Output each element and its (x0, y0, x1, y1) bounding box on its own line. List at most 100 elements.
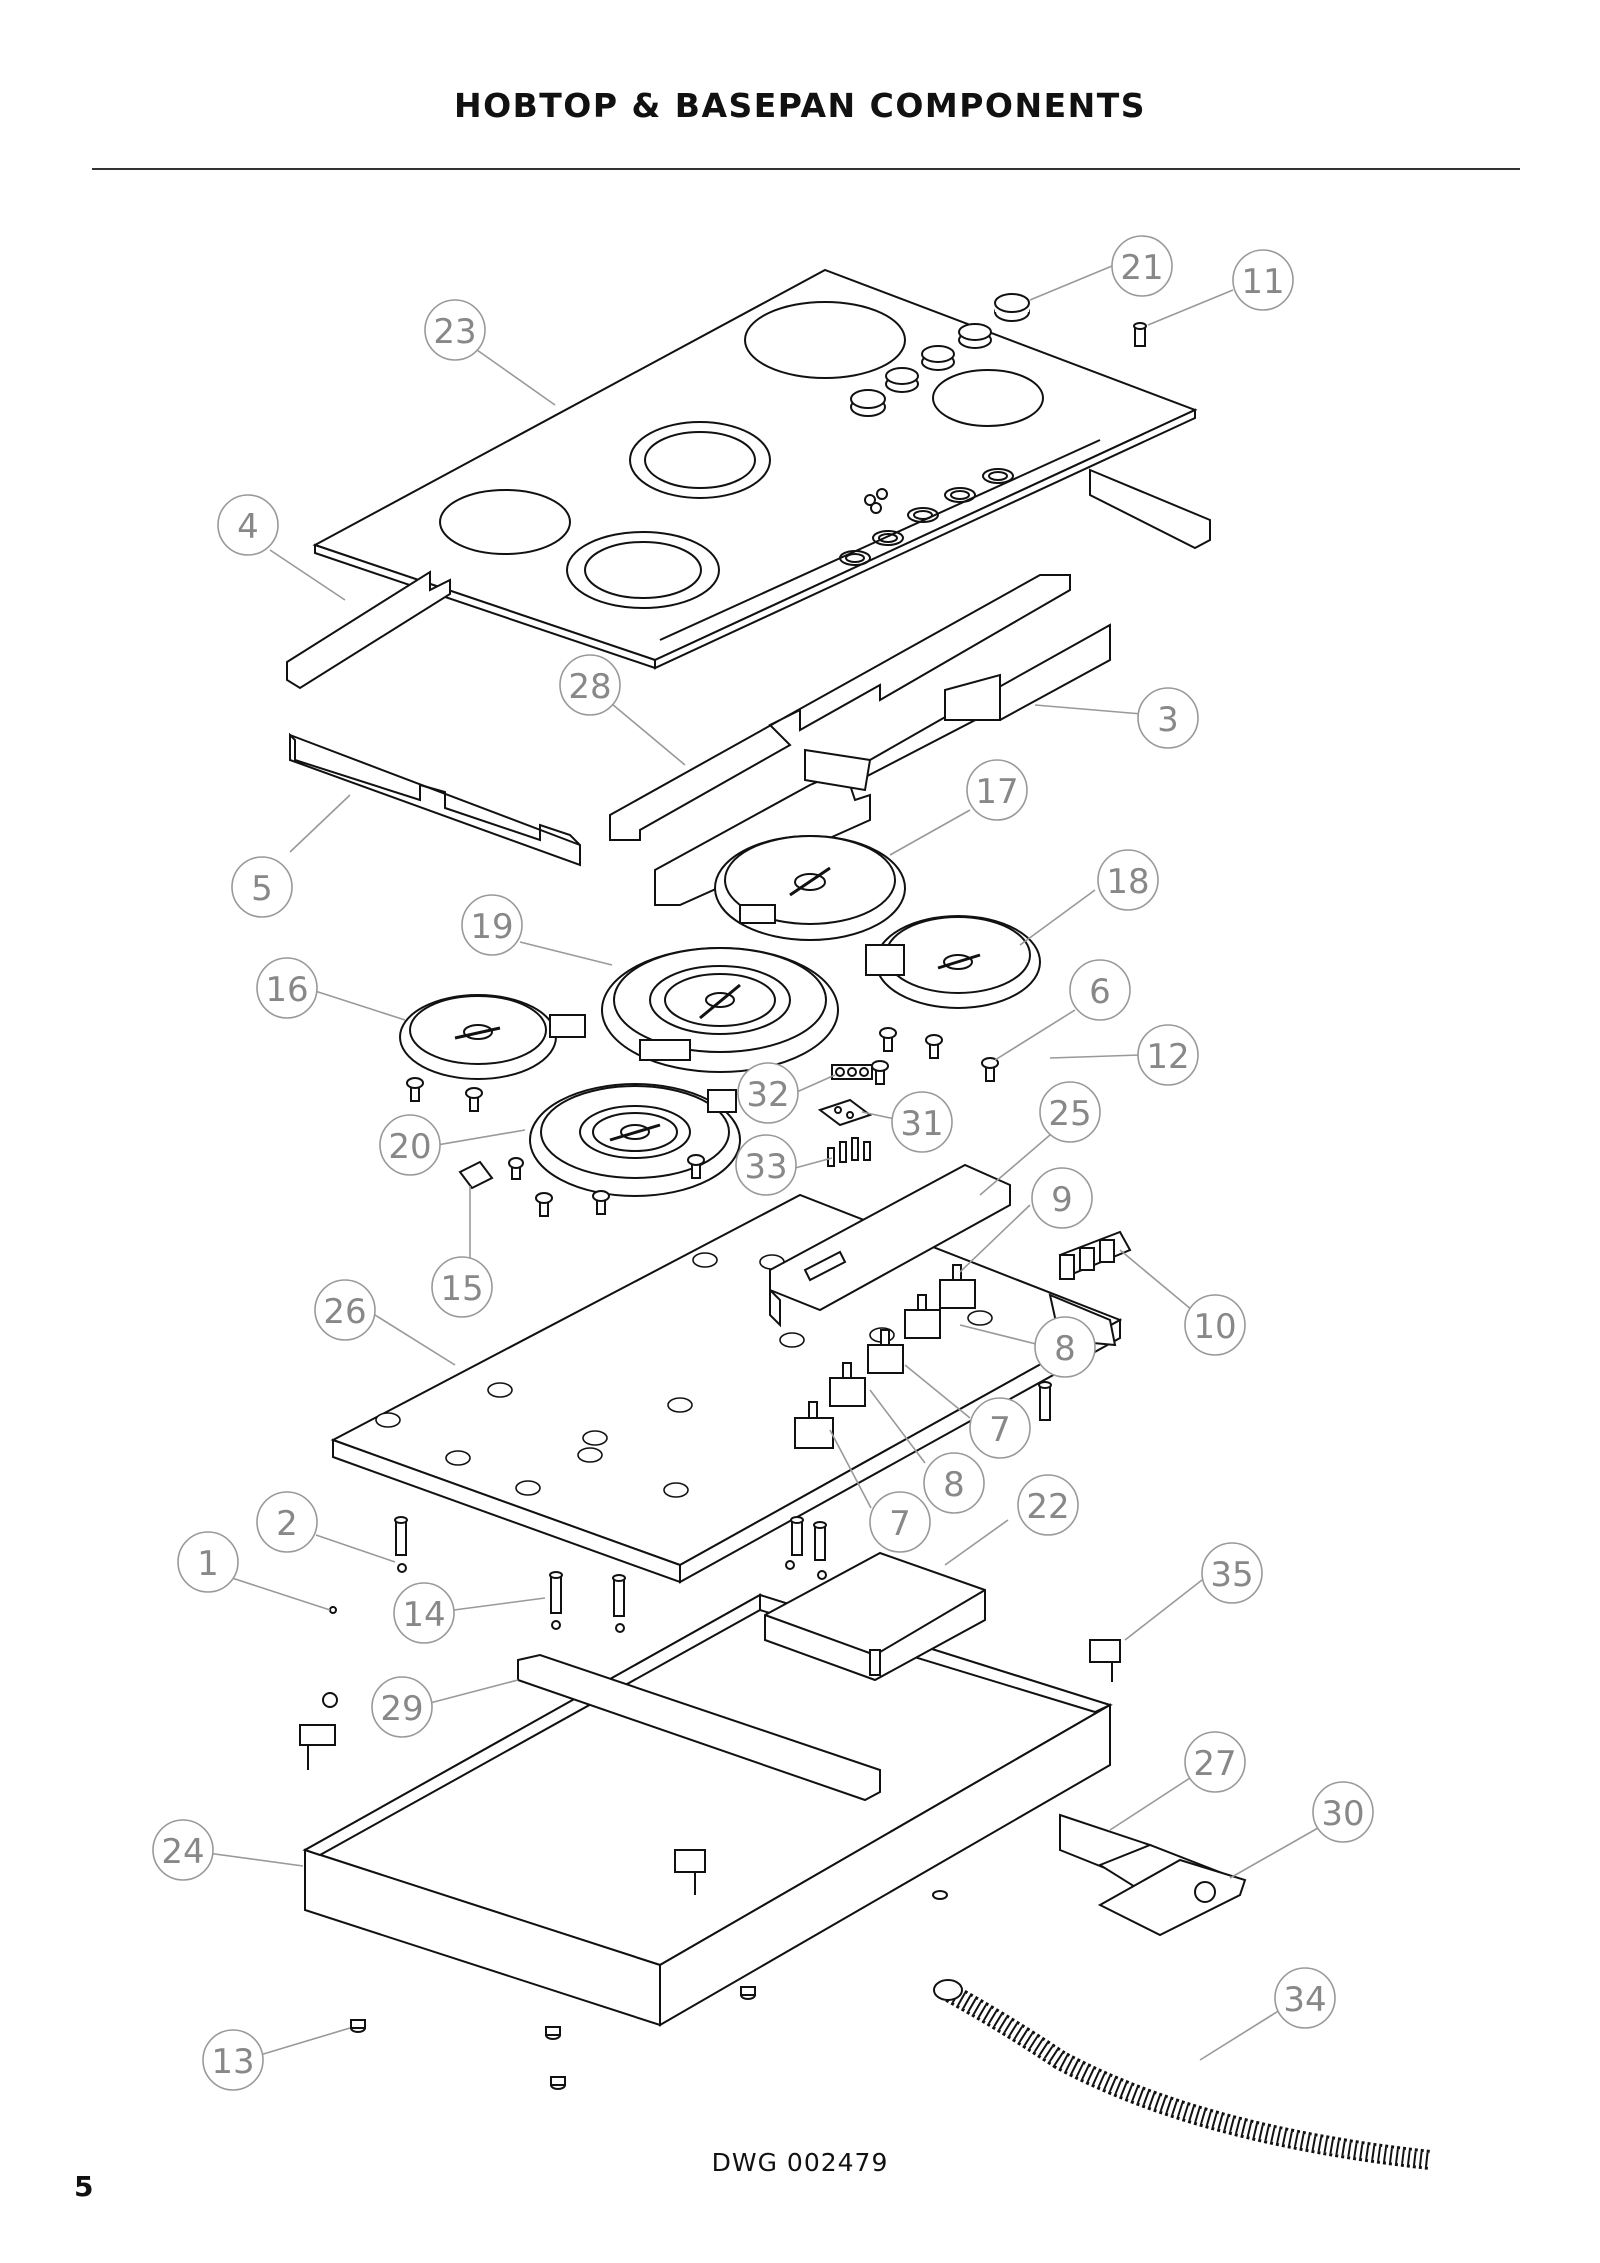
callout-21: 21 (1111, 235, 1173, 297)
callout-17: 17 (966, 759, 1028, 821)
callout-24-label: 24 (161, 1832, 204, 1872)
page-number: 5 (74, 2170, 94, 2203)
element-rods (454, 866, 981, 1142)
callout-26: 26 (314, 1279, 376, 1341)
callout-32-label: 32 (746, 1075, 789, 1115)
callout-10-label: 10 (1193, 1307, 1236, 1347)
callout-18-label: 18 (1106, 862, 1149, 902)
callout-33: 33 (735, 1134, 797, 1196)
indicator-post (1133, 322, 1147, 347)
callout-23: 23 (424, 299, 486, 361)
callout-24: 24 (152, 1819, 214, 1881)
callout-10: 10 (1184, 1294, 1246, 1356)
callout-16-label: 16 (265, 970, 308, 1010)
callout-1-label: 1 (197, 1544, 219, 1584)
small-fittings (406, 1027, 999, 1217)
callout-12-label: 12 (1146, 1037, 1189, 1077)
callout-13-label: 13 (211, 2042, 254, 2082)
leader-lines (199, 265, 1319, 2061)
callout-29: 29 (371, 1676, 433, 1738)
callout-32: 32 (737, 1062, 799, 1124)
callout-9: 9 (1031, 1167, 1093, 1229)
callout-5: 5 (231, 856, 293, 918)
callout-3-label: 3 (1157, 700, 1179, 740)
callout-30-label: 30 (1321, 1794, 1364, 1834)
callout-2: 2 (256, 1491, 318, 1553)
page-title: HOBTOP & BASEPAN COMPONENTS (453, 86, 1147, 125)
callout-34-label: 34 (1283, 1980, 1326, 2020)
heating-elements (399, 835, 1041, 1197)
callout-15-label: 15 (440, 1269, 483, 1309)
callout-4: 4 (217, 494, 279, 556)
callout-11: 11 (1232, 249, 1294, 311)
callout-7-upper: 7 (969, 1397, 1031, 1459)
callout-19: 19 (461, 894, 523, 956)
callout-6: 6 (1069, 959, 1131, 1021)
callout-2-label: 2 (276, 1504, 298, 1544)
base-cover-plate (1059, 1813, 1247, 1937)
callout-30: 30 (1312, 1781, 1374, 1843)
callout-9-label: 9 (1051, 1180, 1073, 1220)
standoffs (329, 1381, 1052, 1633)
callout-8-lower: 8 (923, 1452, 985, 1514)
callout-20: 20 (379, 1114, 441, 1176)
control-knobs (850, 293, 1030, 417)
callout-20-label: 20 (388, 1127, 431, 1167)
callout-13: 13 (202, 2029, 264, 2091)
callout-21-label: 21 (1120, 248, 1163, 288)
callout-6-label: 6 (1089, 972, 1111, 1012)
basepan (302, 1593, 1113, 2027)
callout-34: 34 (1274, 1967, 1336, 2029)
callout-4-label: 4 (237, 507, 259, 547)
callout-16: 16 (256, 957, 318, 1019)
tray-mounting-bosses (375, 1252, 993, 1498)
callout-8-upper: 8 (1034, 1316, 1096, 1378)
callout-35-label: 35 (1210, 1555, 1253, 1595)
header-rule (92, 168, 1520, 170)
callout-7-upper-label: 7 (989, 1410, 1011, 1450)
callout-29-label: 29 (380, 1689, 423, 1729)
callout-22: 22 (1017, 1474, 1079, 1536)
callout-22-label: 22 (1026, 1487, 1069, 1527)
base-feet (350, 1890, 948, 2090)
callout-7-lower-label: 7 (889, 1504, 911, 1544)
callout-25-label: 25 (1048, 1094, 1091, 1134)
callout-31: 31 (891, 1091, 953, 1153)
callout-7-lower: 7 (869, 1491, 931, 1553)
energy-regulators (794, 1264, 976, 1449)
terminal-block (1058, 1230, 1132, 1280)
callout-35: 35 (1201, 1542, 1263, 1604)
callout-28-label: 28 (568, 667, 611, 707)
callout-27: 27 (1184, 1731, 1246, 1793)
callout-26-label: 26 (323, 1292, 366, 1332)
callout-27-label: 27 (1193, 1744, 1236, 1784)
side-trims (286, 468, 1211, 906)
callout-3: 3 (1137, 687, 1199, 749)
box-bracket (764, 1551, 986, 1682)
callout-14: 14 (393, 1582, 455, 1644)
callout-11-label: 11 (1241, 262, 1284, 302)
callout-28: 28 (559, 654, 621, 716)
callout-25: 25 (1039, 1081, 1101, 1143)
callout-8-upper-label: 8 (1054, 1329, 1076, 1369)
drawing-number: DWG 002479 (711, 2148, 889, 2177)
callout-12: 12 (1137, 1024, 1199, 1086)
callout-bubbles: 21 11 23 4 28 3 17 5 18 19 16 6 12 32 25… (152, 235, 1374, 2091)
cable-clamps (299, 1639, 1121, 1895)
element-tray (330, 1193, 1123, 1584)
callout-18: 18 (1097, 849, 1159, 911)
callout-5-label: 5 (251, 869, 273, 909)
glass-hobtop (312, 268, 1198, 670)
callout-14-label: 14 (402, 1595, 445, 1635)
callout-1: 1 (177, 1531, 239, 1593)
callout-31-label: 31 (900, 1104, 943, 1144)
callout-23-label: 23 (433, 312, 476, 352)
callout-19-label: 19 (470, 907, 513, 947)
callout-15: 15 (431, 1256, 493, 1318)
callout-8-lower-label: 8 (943, 1465, 965, 1505)
flexible-conduit (933, 1979, 1432, 2170)
control-bezels (839, 468, 1014, 566)
callout-33-label: 33 (744, 1147, 787, 1187)
callout-17-label: 17 (975, 772, 1018, 812)
